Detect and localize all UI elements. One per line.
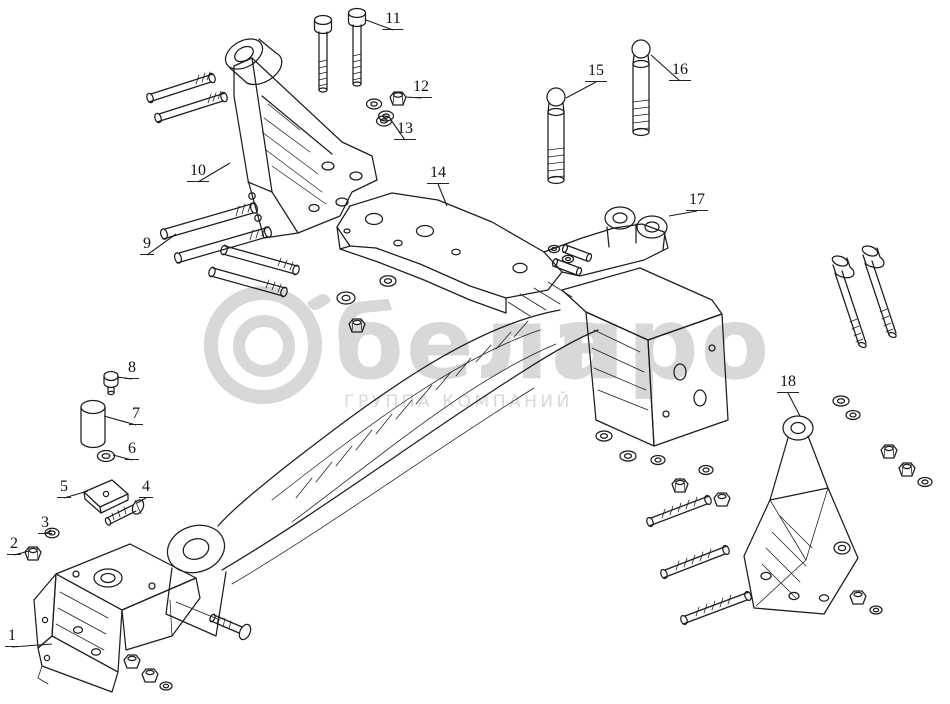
right-bolts [831,244,897,348]
leader-line-15 [565,81,597,99]
part-18-bracket [744,416,882,614]
leader-line-13 [390,119,406,141]
callout-10: 10 [187,162,209,182]
part-15-stud [547,88,565,184]
part-17-clevis [552,207,667,276]
leader-line-17 [668,210,698,217]
part-9-studs [146,72,301,297]
callout-12: 12 [410,78,432,98]
part-2-nut [25,547,41,560]
part-16-stud [632,40,650,136]
leader-line-4 [136,497,147,504]
part-14-crossmember [161,193,728,636]
callout-18: 18 [777,373,799,393]
part-1-bolt [209,613,253,641]
callout-14: 14 [427,164,449,184]
part-5-plate [84,480,128,513]
callout-17: 17 [686,191,708,211]
part-1-bracket [34,544,200,692]
callout-6: 6 [125,440,139,460]
callout-11: 11 [382,10,404,30]
leader-line-10 [197,162,231,183]
leader-line-18 [787,392,801,417]
part-10-upper-bracket [220,33,377,238]
leader-line-7 [103,415,137,426]
callout-13: 13 [394,120,416,140]
part-8-bolt [104,372,118,395]
center-fasteners [337,245,730,506]
callout-4: 4 [139,478,153,498]
leader-line-14 [437,183,448,207]
callout-7: 7 [129,405,143,425]
callout-9: 9 [140,235,154,255]
leader-line-11 [365,19,394,31]
right-fasteners [833,396,932,487]
leader-line-9 [146,233,177,256]
callout-1: 1 [5,627,19,647]
leader-line-16 [650,54,681,82]
callout-3: 3 [38,514,52,534]
part-6-washer [98,451,115,462]
part-7-pin [81,401,105,448]
callout-8: 8 [125,359,139,379]
callout-2: 2 [7,535,21,555]
callout-15: 15 [585,62,607,82]
lower-pins [646,495,753,626]
callout-16: 16 [669,61,691,81]
watermark-subtitle: ГРУППА КОМПАНИЙ [344,392,573,412]
part-11-bolts [315,9,394,122]
callout-5: 5 [57,478,71,498]
